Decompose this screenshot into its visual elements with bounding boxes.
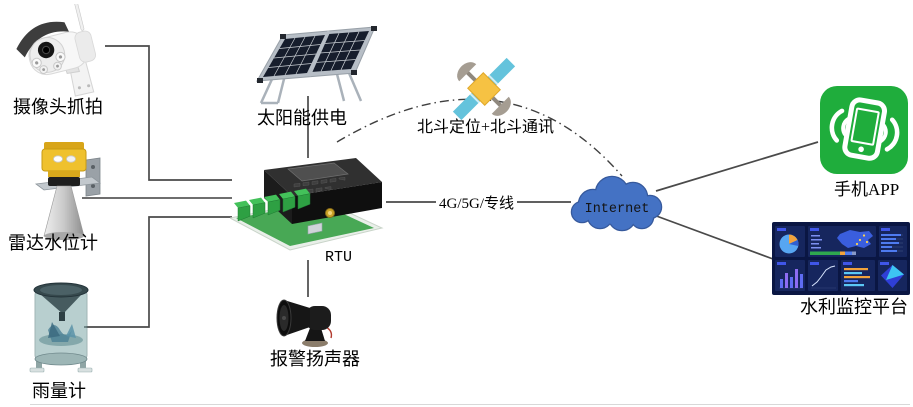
solar-panel-icon (256, 26, 377, 105)
camera-icon (16, 4, 97, 97)
link-internet-platform (650, 213, 774, 260)
link-beidou-arc (336, 98, 623, 177)
node-solar (245, 15, 395, 110)
rain-gauge-label: 雨量计 (32, 381, 86, 401)
node-camera (12, 4, 106, 98)
node-radar-gauge (16, 140, 112, 242)
node-rain-gauge (26, 278, 100, 374)
rtu-icon (230, 158, 384, 251)
mobile-app-label: 手机APP (834, 180, 900, 199)
camera-label: 摄像头抓拍 (13, 97, 103, 117)
node-rtu (230, 156, 385, 251)
node-beidou-satellite (446, 56, 522, 122)
node-alarm-speaker (276, 294, 338, 352)
internet-cloud-icon: Internet (570, 175, 663, 232)
radar-gauge-icon (34, 142, 102, 240)
link-raingauge-rtu (84, 216, 232, 328)
link-internet-app (655, 141, 819, 192)
node-internet-cloud: Internet (565, 172, 670, 237)
node-mobile-app (818, 84, 910, 176)
satellite-icon (452, 57, 516, 121)
internet-cloud-text: Internet (585, 202, 650, 217)
platform-label: 水利监控平台 (800, 297, 908, 317)
bottom-border-line (30, 404, 910, 405)
platform-dashboard-thumbnail (772, 222, 910, 295)
rtu-internet-link-label: 4G/5G/专线 (436, 192, 518, 213)
radar-gauge-label: 雷达水位计 (8, 233, 98, 253)
link-camera-rtu (105, 45, 232, 181)
node-platform (772, 222, 910, 295)
alarm-speaker-label: 报警扬声器 (270, 349, 360, 369)
alarm-speaker-icon (276, 299, 333, 347)
solar-label: 太阳能供电 (257, 108, 347, 128)
beidou-label: 北斗定位+北斗通讯 (417, 119, 555, 136)
rain-gauge-icon (29, 282, 93, 373)
rtu-label: RTU (325, 249, 353, 266)
mobile-app-icon (820, 86, 908, 174)
